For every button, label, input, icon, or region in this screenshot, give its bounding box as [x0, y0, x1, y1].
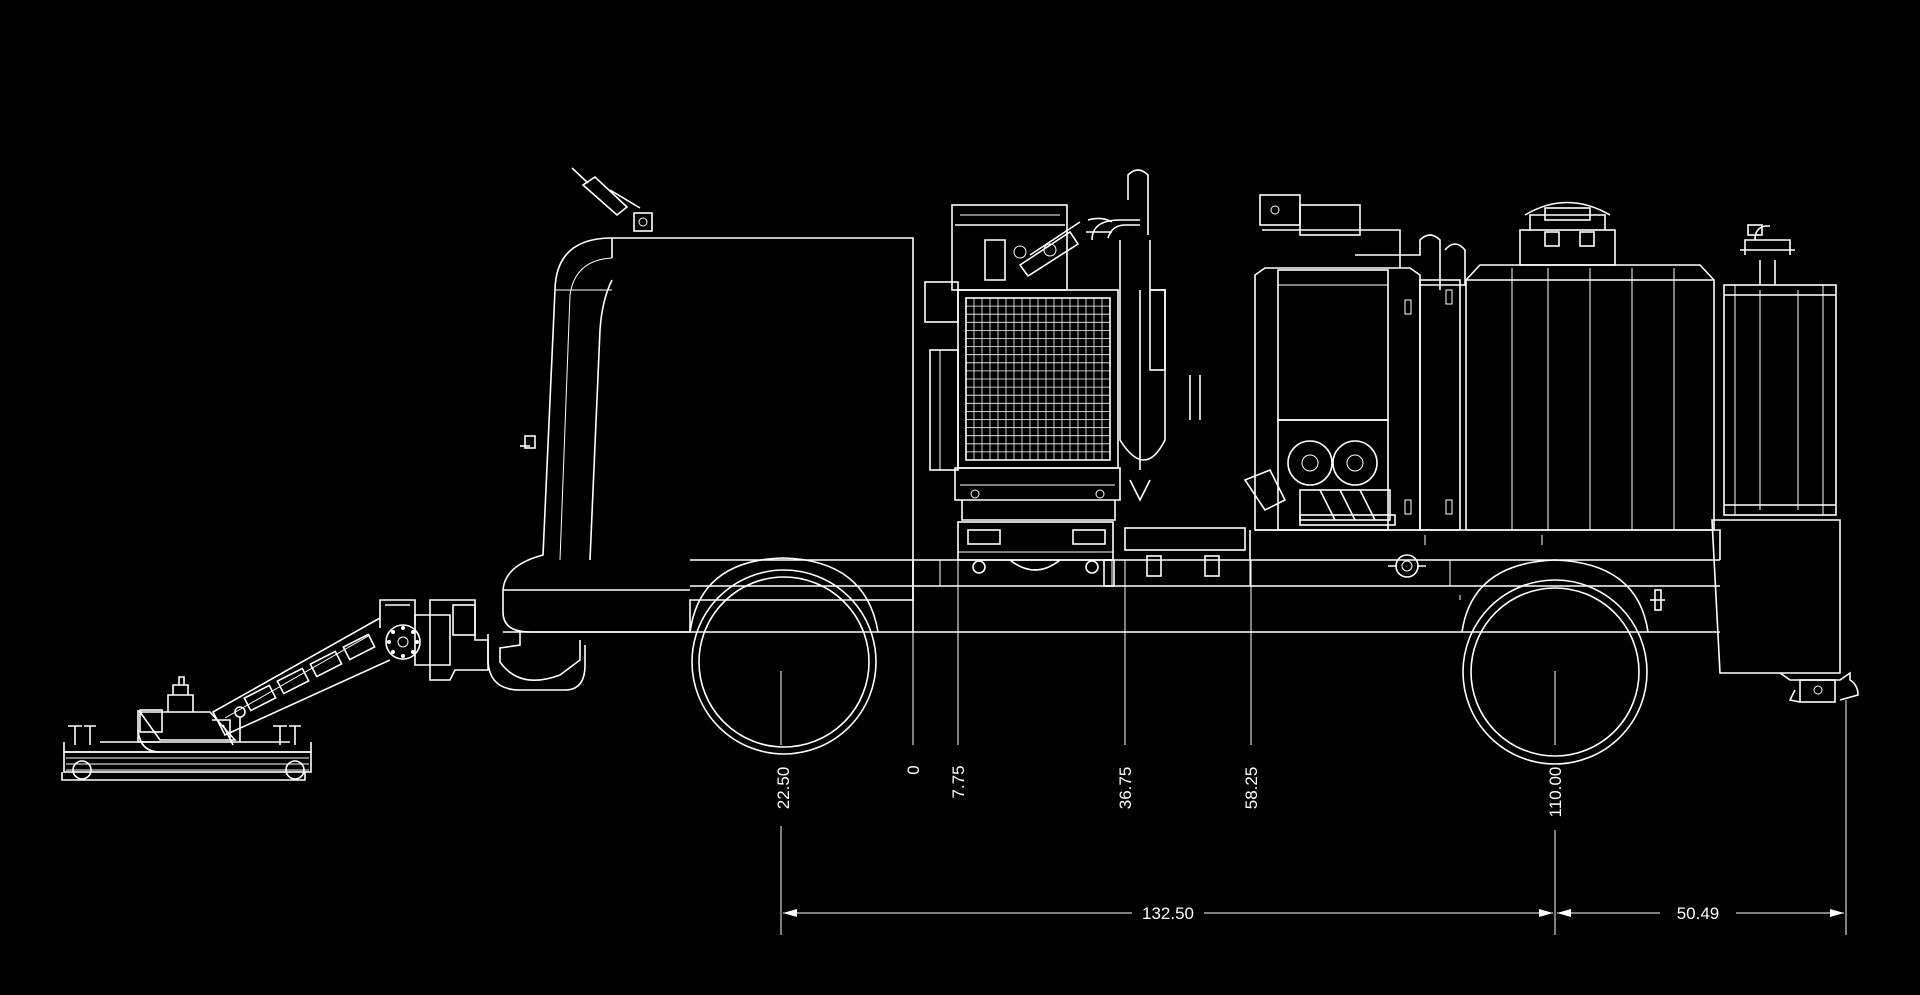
dim-label-58-25: 58.25: [1242, 767, 1261, 810]
vacuum-hopper: [502, 167, 914, 633]
rear-wheel: [1461, 559, 1649, 765]
dim-label-0: 0: [904, 765, 923, 774]
dimension-extension-lines: [780, 560, 1847, 935]
dim-label-110-00: 110.00: [1546, 767, 1565, 818]
exhaust-stack: [1091, 169, 1201, 502]
rear-riser: [1711, 224, 1859, 703]
dimension-line-132-50: [783, 909, 1553, 917]
center-deck-box: [1124, 527, 1246, 577]
suction-boom: [137, 599, 586, 753]
dim-label-36-75: 36.75: [1116, 767, 1135, 810]
dim-label-50-49: 50.49: [1677, 904, 1720, 923]
pump-module: [1243, 194, 1466, 531]
dim-label-22-50: 22.50: [774, 767, 793, 810]
dim-label-7-75: 7.75: [949, 765, 968, 798]
chassis-frame: [503, 559, 1720, 633]
dim-label-132-50: 132.50: [1142, 904, 1194, 923]
rear-tank: [1249, 201, 1721, 578]
radiator-grid: [966, 298, 1110, 460]
front-wheel: [689, 557, 879, 755]
dimension-line-50-49: [1557, 909, 1844, 917]
floor-squeegee-head: [61, 706, 312, 781]
engine-radiator: [924, 204, 1121, 587]
